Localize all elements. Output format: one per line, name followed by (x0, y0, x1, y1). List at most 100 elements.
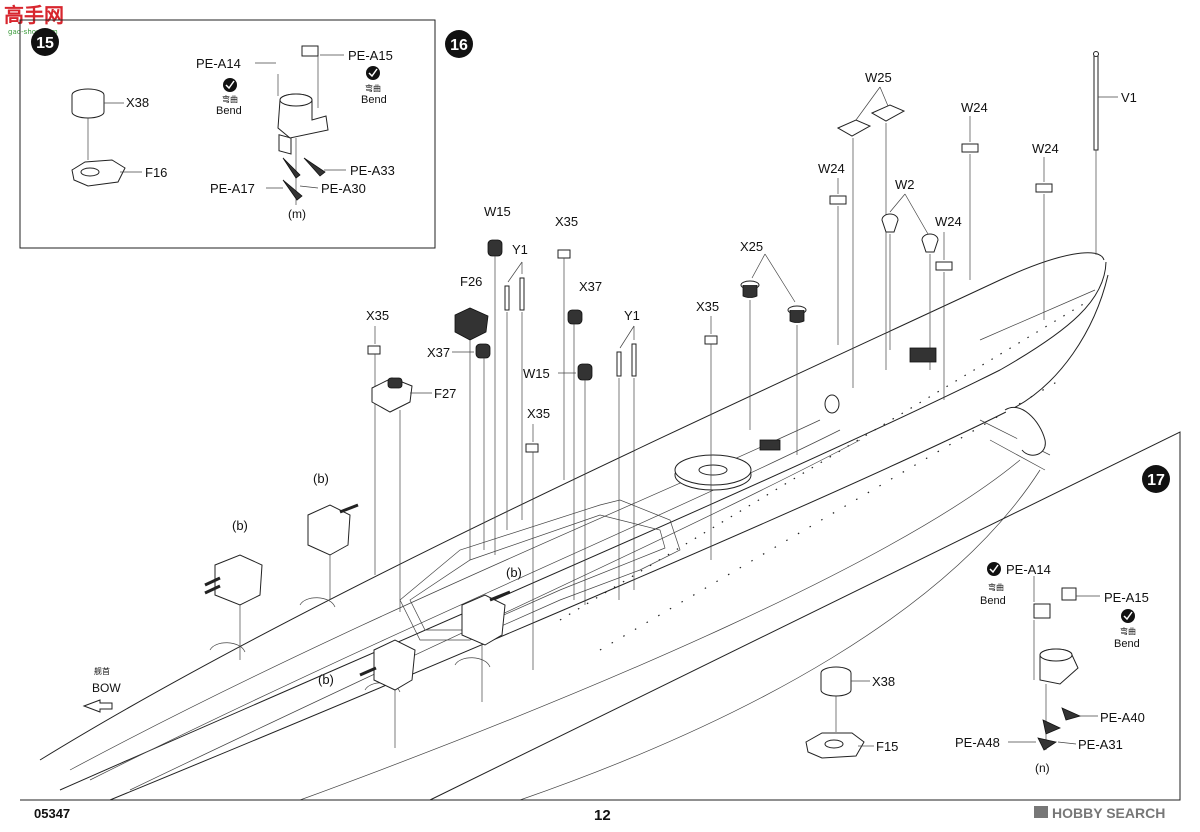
hobby-search-watermark: HOBBY SEARCH (1034, 805, 1165, 821)
label-x38-step15: X38 (126, 95, 149, 110)
label-x25: X25 (740, 239, 763, 254)
step15-number: 15 (36, 35, 54, 52)
bend-cn-2-step17: 弯曲 (1120, 626, 1136, 636)
label-x38-step17: X38 (872, 674, 895, 689)
part-w2 (881, 193, 939, 370)
site-logo: 高手网 gao-shou.com (4, 3, 64, 36)
part-x25 (740, 253, 807, 455)
part-f15 (805, 732, 874, 759)
label-y1-a: Y1 (512, 242, 528, 257)
label-pe-a15-step17: PE-A15 (1104, 590, 1149, 605)
part-x37-a (452, 343, 491, 550)
logo-text: 高手网 (4, 3, 64, 27)
logo-url: gao-shou.com (8, 28, 58, 36)
label-w15-b: W15 (523, 366, 550, 381)
step17-number: 17 (1147, 472, 1165, 489)
ship-hull (39, 252, 1109, 801)
bow-en: BOW (92, 681, 121, 695)
part-x35-d (704, 316, 718, 560)
bow-cn: 舰首 (94, 666, 110, 676)
label-pe-a40: PE-A40 (1100, 710, 1145, 725)
bend-en-1-step15: Bend (216, 105, 242, 117)
part-y1-a (504, 261, 525, 530)
bow-arrow-icon (82, 699, 113, 713)
watermark-text: HOBBY SEARCH (1052, 805, 1165, 821)
step15-panel-border (19, 19, 436, 249)
turret-b-1 (204, 554, 263, 660)
part-f16 (71, 159, 142, 187)
label-pe-a33: PE-A33 (350, 163, 395, 178)
label-f27: F27 (434, 386, 456, 401)
label-f16: F16 (145, 165, 167, 180)
label-w2: W2 (895, 177, 915, 192)
label-w24-c: W24 (961, 100, 988, 115)
step16-number: 16 (450, 37, 468, 54)
bend-en-1-step17: Bend (980, 595, 1006, 607)
part-x38-step17 (820, 666, 870, 732)
deck-vent-grid (759, 347, 937, 451)
bend-cn-1-step15: 弯曲 (222, 94, 238, 104)
bend-cn-2-step15: 弯曲 (365, 83, 381, 93)
part-w24-a (829, 178, 847, 345)
label-x35-c: X35 (527, 406, 550, 421)
subassembly-n-label: (n) (1035, 761, 1050, 775)
part-w24-c (961, 116, 979, 280)
page-number: 12 (594, 807, 611, 824)
turret-b-2 (307, 503, 359, 600)
bend-mark-2-step17 (1121, 609, 1135, 623)
turret-subassembly-m (277, 45, 329, 205)
turret-b-3 (359, 639, 416, 748)
label-w25: W25 (865, 70, 892, 85)
label-pe-a30: PE-A30 (321, 181, 366, 196)
hobby-search-logo-icon (1034, 806, 1048, 818)
bend-mark-2-step15 (366, 66, 380, 80)
bend-en-2-step17: Bend (1114, 638, 1140, 650)
part-v1 (1093, 51, 1118, 255)
label-x35-b: X35 (366, 308, 389, 323)
label-v1: V1 (1121, 90, 1137, 105)
label-w24-d: W24 (1032, 141, 1059, 156)
turret-subassembly-n (1033, 576, 1100, 751)
part-x37-b (567, 309, 583, 600)
part-w25 (836, 86, 906, 388)
label-w24-b: W24 (935, 214, 962, 229)
step17-badge: 17 (1142, 465, 1170, 493)
label-pe-a14-step15: PE-A14 (196, 56, 241, 71)
step17-panel-border (429, 431, 1181, 801)
label-b-3: (b) (318, 672, 334, 687)
part-w15-b (558, 363, 593, 605)
label-w24-a: W24 (818, 161, 845, 176)
product-code: 05347 (34, 806, 70, 821)
label-b-2: (b) (313, 471, 329, 486)
subassembly-m-label: (m) (288, 207, 306, 221)
label-pe-a15-step15: PE-A15 (348, 48, 393, 63)
label-w15-a: W15 (484, 204, 511, 219)
label-b-4: (b) (506, 565, 522, 580)
part-x35-b (367, 326, 381, 575)
part-f27 (371, 377, 432, 612)
step15-badge: 15 (31, 28, 59, 56)
part-f26 (454, 307, 489, 560)
part-x35-c (525, 424, 539, 670)
turret-b-4 (461, 590, 511, 702)
step16-badge: 16 (445, 30, 473, 58)
label-x37-b: X37 (579, 279, 602, 294)
part-x38-step15 (71, 88, 124, 160)
part-x35-a (557, 249, 571, 480)
part-y1-b (616, 325, 637, 600)
label-pe-a17: PE-A17 (210, 181, 255, 196)
label-x35-a: X35 (555, 214, 578, 229)
label-x35-d: X35 (696, 299, 719, 314)
part-w24-d (1035, 157, 1053, 320)
label-pe-a48: PE-A48 (955, 735, 1000, 750)
label-b-1: (b) (232, 518, 248, 533)
part-w24-b (935, 232, 953, 400)
part-w15-a (487, 239, 503, 555)
label-x37-a: X37 (427, 345, 450, 360)
label-f26: F26 (460, 274, 482, 289)
label-f15: F15 (876, 739, 898, 754)
bend-mark-1-step15 (223, 78, 237, 92)
bend-en-2-step15: Bend (361, 94, 387, 106)
